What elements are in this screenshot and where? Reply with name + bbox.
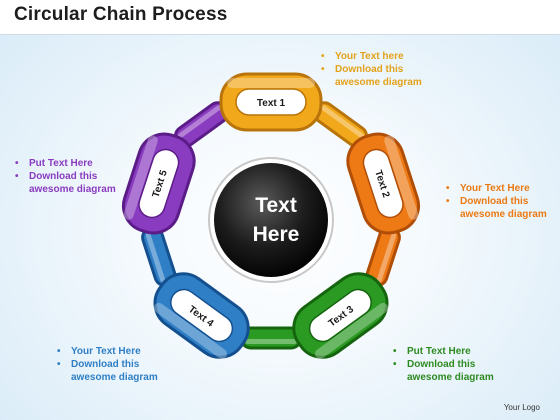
chain-link-4: Text 4	[153, 272, 250, 359]
page-title: Circular Chain Process	[14, 4, 228, 25]
note-4-line-2: Download this awesome diagram	[54, 358, 176, 384]
note-5-line-1: Put Text Here	[12, 157, 134, 170]
note-text-4: Your Text Here Download this awesome dia…	[54, 345, 176, 384]
chain-links: Text 1 Text 2 Text 3 Text 4 Text 5	[121, 72, 421, 359]
chain-link-2: Text 2	[346, 132, 421, 235]
center-circle: Text Here	[208, 157, 334, 283]
note-1-line-1: Your Text here	[318, 50, 445, 63]
note-4-line-1: Your Text Here	[54, 345, 176, 358]
note-text-5: Put Text Here Download this awesome diag…	[12, 157, 134, 196]
center-text-line2: Here	[253, 223, 300, 246]
chain-link-5: Text 5	[121, 132, 196, 235]
note-3-line-2: Download this awesome diagram	[390, 358, 512, 384]
center-text-line1: Text	[255, 194, 297, 217]
chain-link-3: Text 3	[292, 272, 389, 359]
chain-link-label-1: Text 1	[257, 98, 286, 109]
note-2-line-2: Download this awesome diagram	[443, 195, 560, 221]
note-5-line-2: Download this awesome diagram	[12, 170, 134, 196]
chain-link-1: Text 1	[219, 72, 323, 132]
note-3-line-1: Put Text Here	[390, 345, 512, 358]
logo-text: Your Logo	[503, 403, 540, 412]
note-text-1: Your Text here Download this awesome dia…	[318, 50, 445, 89]
note-text-2: Your Text Here Download this awesome dia…	[443, 182, 560, 221]
note-1-line-2: Download this awesome diagram	[318, 63, 445, 89]
note-text-3: Put Text Here Download this awesome diag…	[390, 345, 512, 384]
chain-connector	[239, 326, 303, 350]
title-bar: Circular Chain Process	[0, 0, 560, 35]
note-2-line-1: Your Text Here	[443, 182, 560, 195]
